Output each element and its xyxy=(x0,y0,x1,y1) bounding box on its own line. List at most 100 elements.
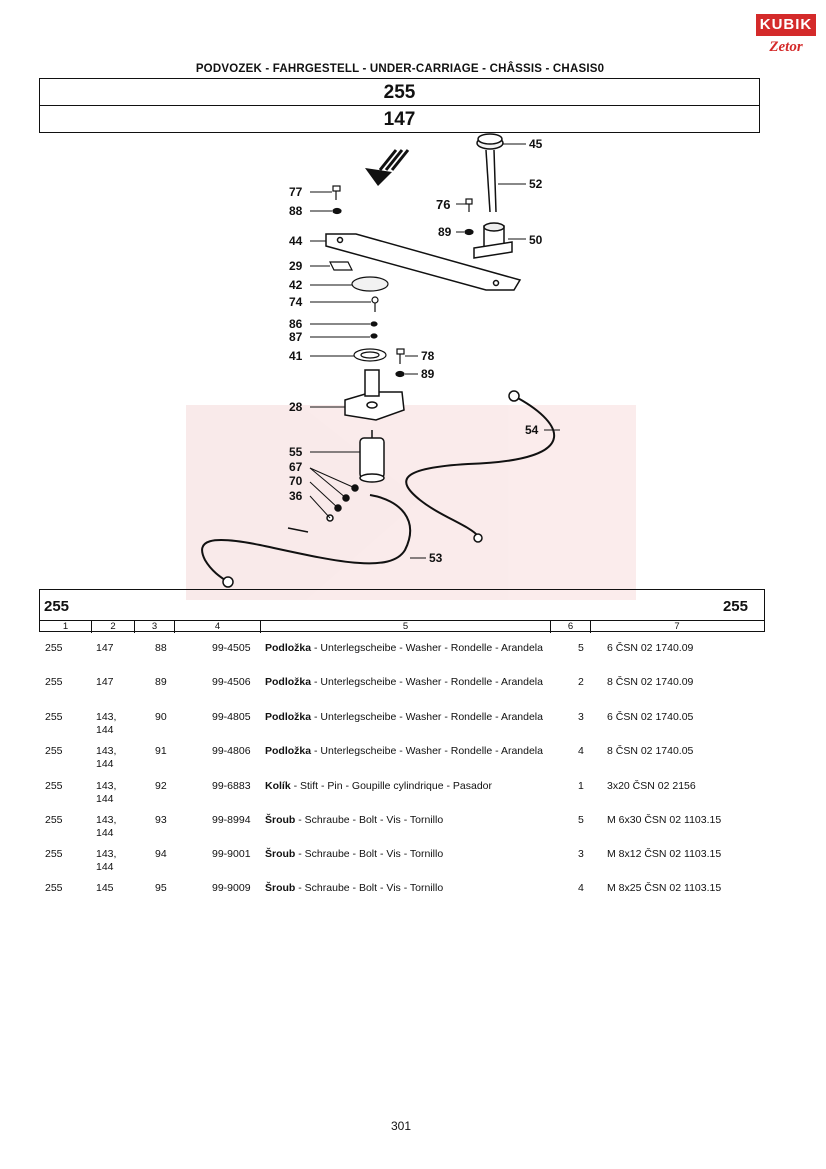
bracket-28 xyxy=(344,369,405,421)
callout-54: 54 xyxy=(525,423,539,437)
cell-position: 91 xyxy=(155,745,167,757)
cell-quantity: 5 xyxy=(578,642,584,654)
cell-part-number: 99-4806 xyxy=(212,745,251,757)
cell-quantity: 3 xyxy=(578,848,584,860)
cell-part-number: 99-8994 xyxy=(212,814,251,826)
cell-group: 255 xyxy=(45,848,63,860)
table-group-left: 255 xyxy=(44,598,70,615)
part-translations: - Unterlegscheibe - Washer - Rondelle - … xyxy=(311,642,543,654)
cell-group: 255 xyxy=(45,676,63,688)
cell-standard: M 8x12 ČSN 02 1103.15 xyxy=(607,848,722,860)
cell-standard: 6 ČSN 02 1740.09 xyxy=(607,642,694,654)
cell-group: 255 xyxy=(45,814,63,826)
pin-36 xyxy=(287,527,309,533)
table-row: 255 143, 144 91 99-4806 Podložka - Unter… xyxy=(0,745,826,779)
column-header-row: 1 2 3 4 5 6 7 xyxy=(40,620,764,633)
callout-45: 45 xyxy=(529,137,543,151)
part-translations: - Unterlegscheibe - Washer - Rondelle - … xyxy=(311,711,543,723)
callout-74: 74 xyxy=(289,295,303,309)
column-header-2: 2 xyxy=(92,621,135,633)
table-row: 255 143, 144 94 99-9001 Šroub - Schraube… xyxy=(0,848,826,882)
cell-quantity: 5 xyxy=(578,814,584,826)
callout-42: 42 xyxy=(289,278,303,292)
cable-54 xyxy=(405,395,556,537)
bracket-bar-44 xyxy=(325,233,522,291)
cell-group: 255 xyxy=(45,711,63,723)
callout-52: 52 xyxy=(529,177,543,191)
exploded-parts-diagram: 45 52 77 88 76 89 50 44 29 42 74 86 87 4… xyxy=(186,133,636,600)
callout-44: 44 xyxy=(289,234,303,248)
callout-36: 36 xyxy=(289,489,303,503)
table-group-right: 255 xyxy=(722,598,748,615)
cell-part-number: 99-4805 xyxy=(212,711,251,723)
callout-77: 77 xyxy=(289,185,303,199)
callout-87: 87 xyxy=(289,330,303,344)
direction-arrow-icon xyxy=(365,149,410,186)
figure-number: 147 xyxy=(40,105,759,132)
cell-standard: 3x20 ČSN 02 2156 xyxy=(607,780,696,792)
part-name: Podložka xyxy=(265,676,312,688)
cell-part-number: 99-6883 xyxy=(212,780,251,792)
cell-description: Podložka - Unterlegscheibe - Washer - Ro… xyxy=(265,676,555,689)
cell-description: Šroub - Schraube - Bolt - Vis - Tornillo xyxy=(265,814,555,827)
cell-standard: M 6x30 ČSN 02 1103.15 xyxy=(607,814,722,826)
page-title: PODVOZEK - FAHRGESTELL - UNDER-CARRIAGE … xyxy=(195,63,605,75)
callout-78: 78 xyxy=(421,349,435,363)
cell-position: 94 xyxy=(155,848,167,860)
cell-description: Podložka - Unterlegscheibe - Washer - Ro… xyxy=(265,642,555,655)
cell-standard: 8 ČSN 02 1740.09 xyxy=(607,676,694,688)
cell-figure: 143, 144 xyxy=(96,814,117,839)
page-number: 301 xyxy=(391,1119,412,1133)
callout-70: 70 xyxy=(289,474,303,488)
cell-part-number: 99-9001 xyxy=(212,848,251,860)
column-header-3: 3 xyxy=(135,621,175,633)
callout-86: 86 xyxy=(289,317,303,331)
part-translations: - Stift - Pin - Goupille cylindrique - P… xyxy=(290,780,493,792)
table-row: 255 145 95 99-9009 Šroub - Schraube - Bo… xyxy=(0,882,826,916)
cell-part-number: 99-4505 xyxy=(212,642,251,654)
cell-group: 255 xyxy=(45,642,63,654)
group-number: 255 xyxy=(383,82,416,103)
watermark-logo xyxy=(186,405,636,600)
cell-group: 255 xyxy=(45,745,63,757)
cell-standard: 8 ČSN 02 1740.05 xyxy=(607,745,694,757)
cell-figure: 147 xyxy=(96,676,114,688)
brand-logo-kubik: KUBIK xyxy=(756,14,816,36)
callout-50: 50 xyxy=(529,233,543,247)
cell-figure: 143, 144 xyxy=(96,745,117,770)
parts-table-header: 255 255 1 2 3 4 5 6 7 xyxy=(39,589,765,633)
column-header-1: 1 xyxy=(40,621,92,633)
cell-group: 255 xyxy=(45,780,63,792)
cell-part-number: 99-9009 xyxy=(212,882,251,894)
table-row: 255 143, 144 93 99-8994 Šroub - Schraube… xyxy=(0,814,826,848)
column-header-5: 5 xyxy=(261,621,551,633)
cell-position: 92 xyxy=(155,780,167,792)
callout-89-upper: 89 xyxy=(438,225,452,239)
cell-quantity: 2 xyxy=(578,676,584,688)
part-translations: - Schraube - Bolt - Vis - Tornillo xyxy=(295,882,444,894)
bolt-assembly-right xyxy=(473,133,513,259)
table-row: 255 143, 144 92 99-6883 Kolík - Stift - … xyxy=(0,780,826,814)
column-header-6: 6 xyxy=(551,621,591,633)
small-parts-column xyxy=(329,185,474,378)
callout-89-lower: 89 xyxy=(421,367,435,381)
cell-standard: M 8x25 ČSN 02 1103.15 xyxy=(607,882,722,894)
cell-description: Šroub - Schraube - Bolt - Vis - Tornillo xyxy=(265,882,555,895)
callout-76: 76 xyxy=(436,197,450,212)
cell-figure: 145 xyxy=(96,882,114,894)
cell-group: 255 xyxy=(45,882,63,894)
cell-description: Podložka - Unterlegscheibe - Washer - Ro… xyxy=(265,711,555,724)
cell-position: 89 xyxy=(155,676,167,688)
callout-29: 29 xyxy=(289,259,303,273)
part-name: Kolík xyxy=(265,780,291,792)
callout-53: 53 xyxy=(429,551,443,565)
part-name: Podložka xyxy=(265,745,312,757)
cell-description: Podložka - Unterlegscheibe - Washer - Ro… xyxy=(265,745,555,758)
cell-figure: 143, 144 xyxy=(96,848,117,873)
leader-lines xyxy=(309,143,560,559)
part-name: Šroub xyxy=(265,882,296,894)
callout-28: 28 xyxy=(289,400,303,414)
cable-53 xyxy=(201,494,411,583)
table-row: 255 143, 144 90 99-4805 Podložka - Unter… xyxy=(0,711,826,745)
brand-logo: KUBIK Zetor xyxy=(756,14,816,70)
